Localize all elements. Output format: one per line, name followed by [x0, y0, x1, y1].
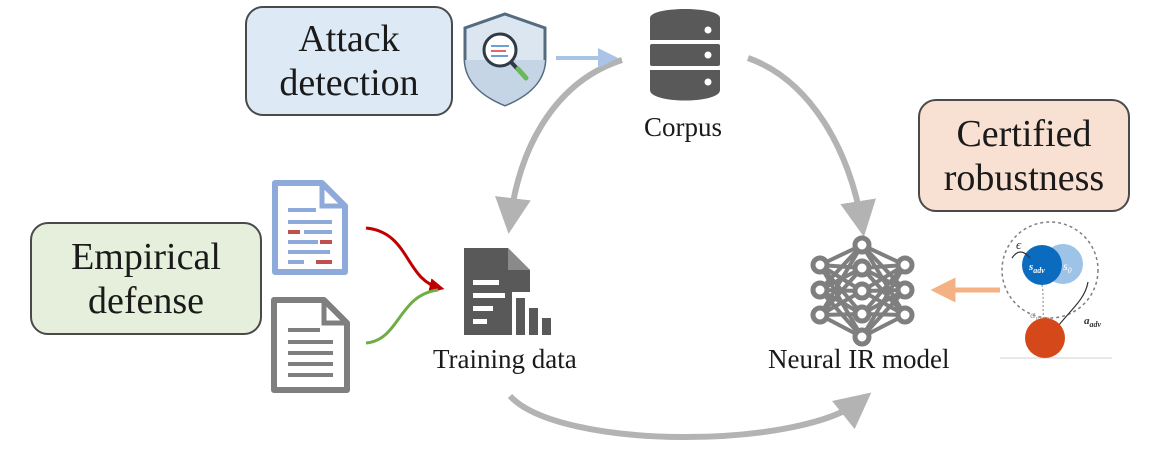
attack-detection-box: Attack detection [245, 6, 453, 116]
training-data-icon [464, 248, 551, 335]
neural-network-icon [810, 235, 915, 347]
training-data-label: Training data [433, 344, 577, 374]
corpus-to-training-arrow [495, 57, 623, 234]
adversarial-to-training-arrow [365, 226, 445, 293]
shield-icon [463, 12, 547, 107]
adversarial-document-icon [272, 180, 348, 275]
certified-radius-figure: ϵ sadv s0 anom aadv [1000, 221, 1112, 359]
certified-robustness-box: Certified robustness [918, 99, 1130, 212]
corpus-to-model-arrow [746, 55, 876, 237]
clean-to-training-arrow [365, 288, 439, 345]
corpus-label: Corpus [644, 112, 723, 142]
clean-document-icon [271, 297, 350, 393]
a-adv-label: aadv [1084, 315, 1102, 329]
empirical-defense-box: Empirical defense [30, 222, 262, 335]
database-icon [650, 9, 720, 101]
neural-ir-model-label: Neural IR model [768, 344, 950, 374]
s0-label: s0 [1063, 259, 1072, 275]
training-to-model-arrow [507, 392, 872, 440]
epsilon-label: ϵ [1016, 237, 1022, 252]
